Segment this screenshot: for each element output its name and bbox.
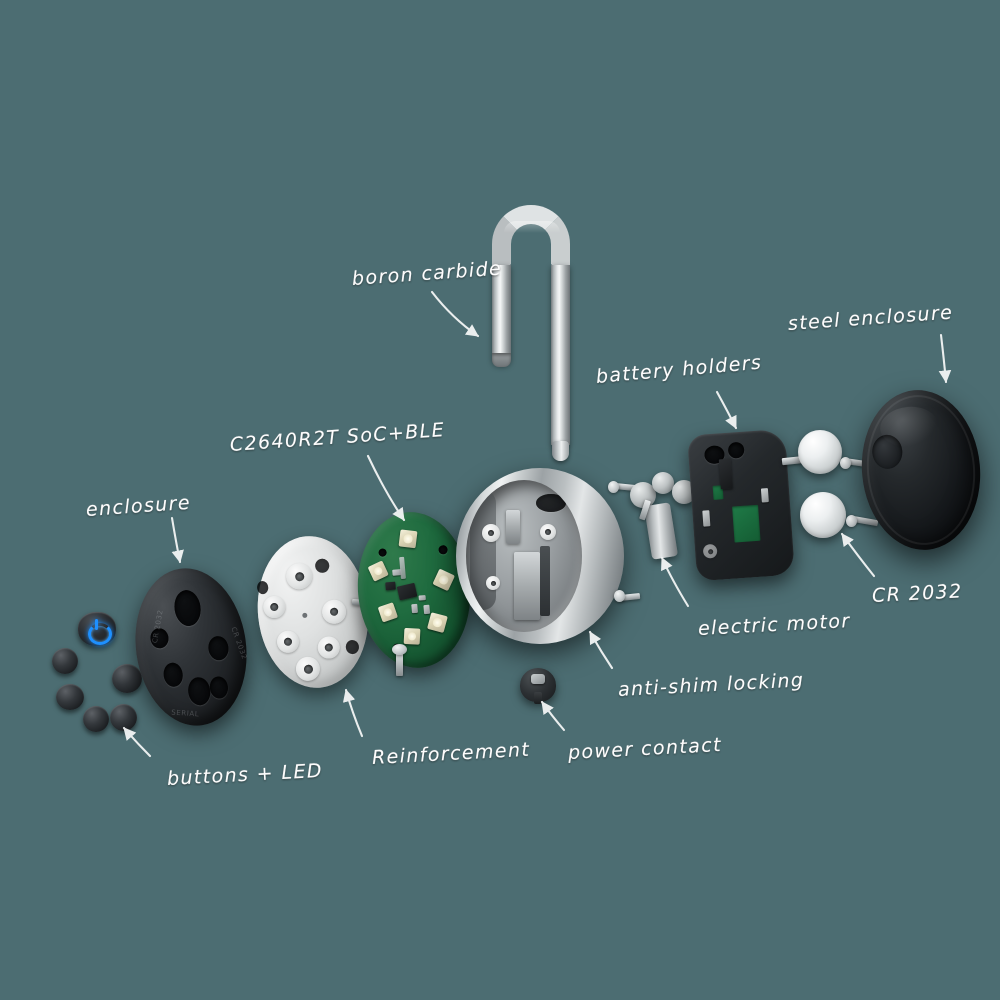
arrow-battery-holders (715, 390, 738, 430)
pcb-antenna-trace (399, 556, 406, 580)
enclosure-hole-3 (206, 634, 231, 662)
reinforcement-hole-left (256, 580, 269, 595)
enclosure-hole-5 (186, 675, 213, 707)
body-screw-bottom-head (614, 590, 625, 602)
label-electric-motor: electric motor (697, 610, 852, 640)
reinforcement-boss-4 (275, 629, 301, 654)
shackle-notch (492, 353, 511, 367)
battery-holder-hole-2 (727, 441, 745, 459)
pcb-smd-2 (411, 603, 418, 614)
reinforcement-boss-2 (262, 594, 287, 620)
cavity-slot (540, 546, 550, 616)
label-soc-ble: C2640R2T SoC+BLE (229, 418, 446, 456)
label-cr2032: CR 2032 (871, 580, 964, 607)
battery-holder-pcb-main (732, 504, 761, 543)
pcb-led-6 (403, 627, 421, 645)
battery-holder-contact-1 (702, 510, 711, 527)
power-contact-stem (534, 692, 542, 704)
rubber-button-1[interactable] (52, 648, 78, 674)
cavity-shackle-hole (536, 494, 566, 512)
motor-gear-2 (652, 472, 674, 494)
pcb-screw-bottom (396, 650, 403, 676)
rubber-button-5[interactable] (112, 664, 142, 693)
shackle-bend (492, 205, 570, 283)
pcb-screw-head (392, 644, 407, 655)
rubber-button-3[interactable] (83, 706, 109, 732)
coin-cell-bottom (800, 492, 846, 538)
part-power-contact (520, 668, 556, 704)
reinforcement-boss-6 (294, 655, 322, 683)
battery-holder-contact-2 (760, 488, 769, 503)
pcb-smd-3 (423, 604, 431, 615)
cover-screw-bottom-head (846, 515, 857, 527)
part-reinforcement (250, 530, 376, 694)
arrow-soc-ble (366, 454, 406, 522)
battery-holder-clip (718, 458, 733, 490)
reinforcement-hole-right (345, 639, 360, 655)
part-back-cover (855, 385, 987, 555)
reinforcement-boss-1 (284, 561, 314, 591)
part-pcb (351, 507, 477, 673)
enclosure-emboss-right: CR 2032 (229, 625, 249, 661)
rubber-button-4[interactable] (110, 704, 137, 731)
arrow-enclosure (170, 516, 184, 564)
part-buttons-led (52, 612, 182, 742)
pcb-mount-hole-2 (438, 544, 448, 555)
pcb-mount-hole-1 (378, 548, 387, 557)
arrow-steel-enclosure (938, 333, 952, 384)
power-icon (87, 619, 112, 645)
cover-screw-top-head (840, 457, 851, 469)
power-contact-pad (531, 674, 545, 684)
arrow-reinforcement (342, 688, 364, 738)
shackle-leg-long (551, 265, 570, 445)
reinforcement-pin (302, 612, 308, 619)
cavity-boss-1 (482, 524, 500, 542)
pcb-led-5 (427, 612, 448, 633)
enclosure-emboss-bottom: SERIAL (170, 708, 200, 719)
pcb-smd-1 (418, 595, 426, 601)
enclosure-hole-6 (208, 675, 230, 700)
cavity-shadow-left (470, 490, 496, 610)
label-enclosure: enclosure (85, 491, 192, 521)
label-buttons-led: buttons + LED (166, 759, 324, 790)
cavity-rib-center (514, 552, 540, 620)
label-reinforcement: Reinforcement (371, 738, 531, 769)
pcb-led-1 (398, 529, 418, 549)
enclosure-hole-4 (162, 661, 185, 688)
pcb-led-2 (367, 560, 389, 582)
reinforcement-hole-top (314, 558, 330, 574)
part-shackle (470, 205, 610, 470)
label-battery-holders: battery holders (595, 351, 764, 388)
cavity-boss-2 (540, 524, 556, 540)
shackle-leg-short (492, 265, 511, 365)
cavity-boss-3 (486, 576, 500, 590)
part-battery-holders (687, 428, 795, 582)
pcb-soc-chip (396, 582, 418, 601)
label-power-contact: power contact (567, 733, 723, 764)
reinforcement-boss-5 (316, 635, 341, 660)
rubber-button-2[interactable] (56, 684, 84, 710)
reinforcement-boss-3 (320, 598, 348, 625)
pcb-led-4 (377, 602, 399, 623)
arrow-anti-shim (588, 630, 614, 670)
shackle-tip (552, 441, 569, 461)
cavity-rib-upper (506, 510, 520, 544)
pcb-chip-2 (385, 581, 396, 591)
label-steel-enclosure: steel enclosure (787, 301, 954, 335)
label-anti-shim: anti-shim locking (617, 669, 805, 701)
coin-cell-top (798, 430, 842, 474)
enclosure-hole-1 (172, 588, 203, 628)
motor-can (643, 502, 679, 560)
arrow-power-contact (540, 700, 566, 732)
led-power-button[interactable] (78, 612, 116, 646)
steel-body-cavity (466, 480, 582, 632)
body-screw-top-head (608, 481, 619, 493)
battery-holder-boss (702, 543, 718, 559)
shackle-engraving (504, 221, 560, 233)
part-steel-body (456, 468, 624, 644)
pcb-led-3 (432, 568, 456, 592)
arrow-cr2032 (840, 532, 876, 578)
